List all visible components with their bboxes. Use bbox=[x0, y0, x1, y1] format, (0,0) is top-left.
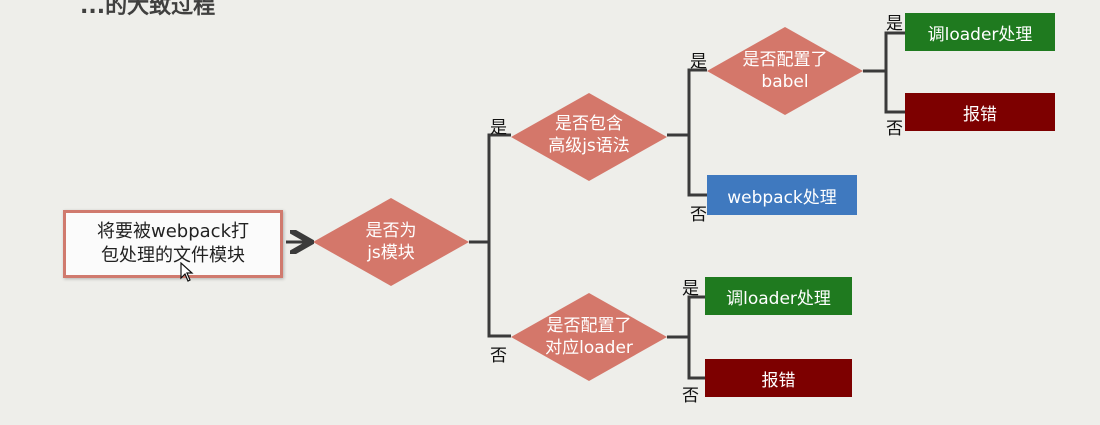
page-title-partial: ...的大致过程 bbox=[80, 0, 216, 19]
decision-babel-line2: babel bbox=[761, 72, 809, 92]
connector-js-branch bbox=[469, 133, 511, 338]
decision-is-js-label: 是否为 js模块 bbox=[333, 218, 449, 266]
label-yes-js: 是 bbox=[490, 118, 507, 138]
result-loader-error: 报错 bbox=[705, 359, 852, 397]
diamond-advanced-syntax bbox=[511, 93, 667, 181]
label-no-advanced: 否 bbox=[690, 205, 707, 225]
decision-is-js-line2: js模块 bbox=[367, 243, 415, 263]
result-babel-error: 报错 bbox=[905, 93, 1055, 131]
label-no-js: 否 bbox=[490, 346, 507, 366]
decision-advanced-line2: 高级js语法 bbox=[548, 136, 630, 156]
decision-babel-line1: 是否配置了 bbox=[742, 50, 828, 70]
label-no-loader: 否 bbox=[682, 386, 699, 406]
decision-advanced-syntax-label: 是否包含 高级js语法 bbox=[529, 111, 649, 159]
decision-loader-label: 是否配置了 对应loader bbox=[529, 313, 649, 361]
result-loader-call-loader: 调loader处理 bbox=[705, 277, 852, 315]
diamond-babel bbox=[707, 27, 863, 115]
decision-is-js-line1: 是否为 bbox=[365, 221, 417, 241]
decision-advanced-line1: 是否包含 bbox=[555, 114, 623, 134]
label-no-babel: 否 bbox=[886, 119, 903, 139]
mouse-pointer-icon bbox=[180, 262, 194, 282]
decision-loader-line1: 是否配置了 bbox=[546, 316, 632, 336]
label-yes-advanced: 是 bbox=[690, 52, 707, 72]
result-babel-call-loader: 调loader处理 bbox=[905, 13, 1055, 51]
connector-advanced-branch bbox=[667, 68, 707, 197]
label-yes-loader: 是 bbox=[682, 279, 699, 299]
diamond-is-js bbox=[313, 198, 469, 286]
diamond-loader bbox=[511, 293, 667, 381]
decision-babel-label: 是否配置了 babel bbox=[725, 47, 845, 95]
connector-loader-branch bbox=[667, 295, 705, 380]
label-yes-babel: 是 bbox=[886, 14, 903, 34]
start-node-line2: 包处理的文件模块 bbox=[101, 245, 245, 266]
connector-babel-branch bbox=[863, 31, 905, 114]
start-node-line1: 将要被webpack打 bbox=[97, 221, 249, 242]
start-node-file-module: 将要被webpack打 包处理的文件模块 bbox=[63, 210, 283, 278]
result-webpack-process: webpack处理 bbox=[707, 175, 857, 215]
decision-loader-line2: 对应loader bbox=[545, 338, 633, 358]
